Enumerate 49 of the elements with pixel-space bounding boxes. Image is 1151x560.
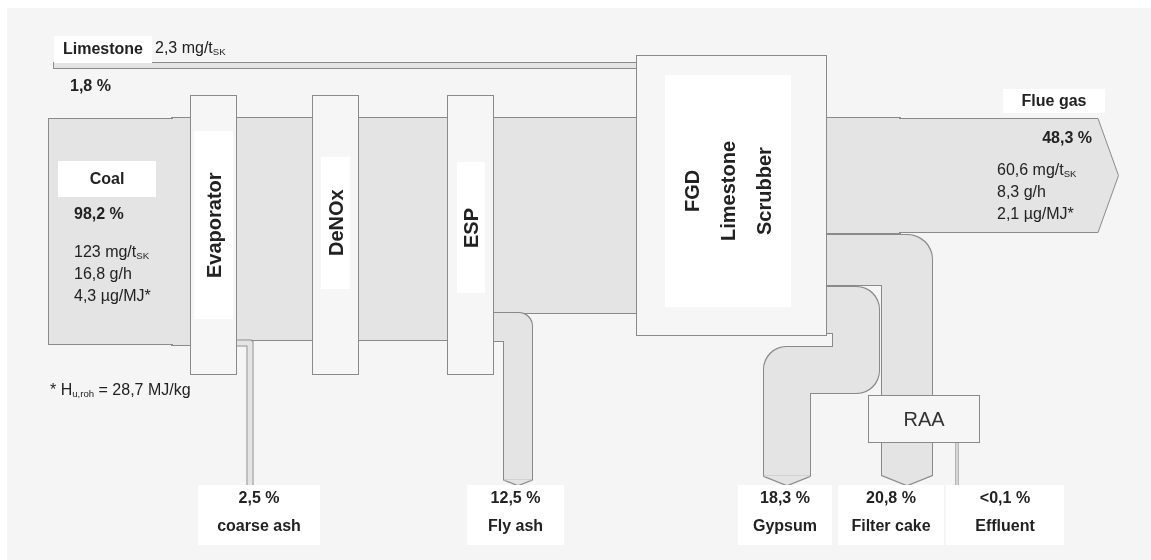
measurement-value: 2,1 µg/MJ* [997,204,1074,224]
stream-name: coarse ash [217,516,301,536]
stream-name: Coal [58,161,156,197]
process-box [636,55,827,336]
measurement-value: 4,3 µg/MJ* [74,286,151,306]
inflow-band [48,118,173,345]
percentage: 48,3 % [1042,128,1092,148]
label-background [946,485,1064,545]
flow-band [882,443,932,485]
stream-name: Filter cake [851,516,931,536]
footnote: * H$_{u,roh}$ = 28,7 MJ/kg [50,380,191,400]
percentage: 12,5 % [490,488,541,508]
flow-band [494,313,532,485]
stream-name: Gypsum [753,516,817,536]
measurement-value: 16,8 g/h [74,264,132,284]
stream-name: Fly ash [487,516,544,536]
process-label: ESP [457,162,485,293]
label-background [738,485,832,545]
percentage: 2,5 % [238,488,280,508]
measurement-value: 8,3 g/h [997,182,1046,202]
percentage: <0,1 % [979,488,1031,508]
measurement-value: 2,3 mg/t$_{SK}$ [155,38,226,58]
label-background [198,485,320,545]
percentage: 18,3 % [760,488,810,508]
process-label: FGD Limestone Scrubber [665,75,791,307]
stream-name: Limestone [62,39,144,59]
process-box [868,395,980,443]
label-background [467,485,564,545]
flow-band [237,340,253,485]
flow-band [827,118,900,233]
flow-band [54,63,636,68]
percentage: 98,2 % [74,204,124,224]
stream-name: Flue gas [1003,89,1105,113]
flow-band [172,118,190,345]
stream-name: Effluent [975,516,1035,536]
flow-line [956,442,958,486]
process-label: DeNOx [321,157,350,289]
measurement-value: 123 mg/t$_{SK}$ [74,242,150,262]
process-box [312,95,359,375]
measurement-value: 60,6 mg/t$_{SK}$ [997,160,1077,180]
label-background [54,36,152,63]
process-box [447,95,494,375]
percentage: 20,8 % [866,488,916,508]
process-box [190,95,237,375]
process-label: Evaporator [194,131,233,319]
process-label: RAA [902,407,946,431]
percentage: 1,8 % [70,76,111,96]
flow-band [764,287,879,485]
label-background [838,485,944,545]
